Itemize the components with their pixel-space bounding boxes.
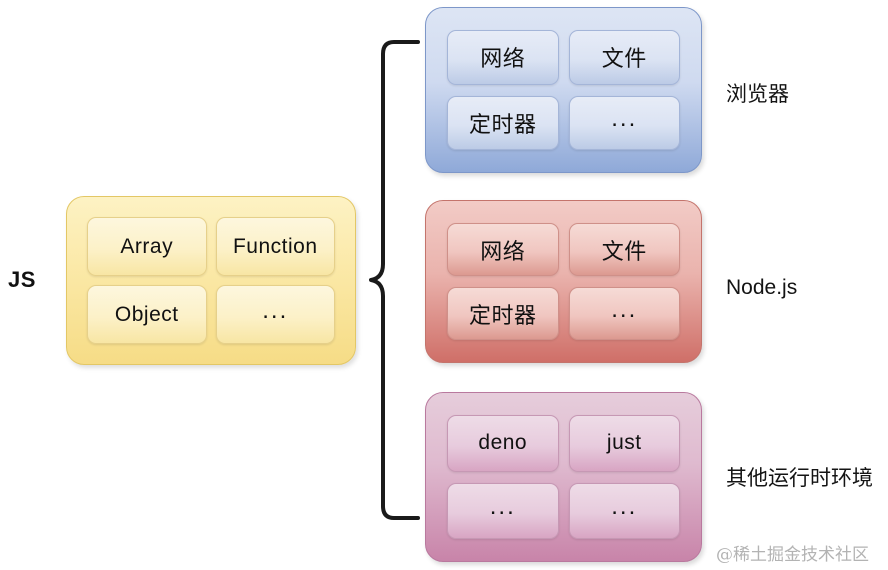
browser-cell-network: 网络: [447, 30, 559, 85]
other-cell-deno: deno: [447, 415, 559, 472]
node-cell-timer: 定时器: [447, 287, 559, 340]
js-cell-array: Array: [87, 217, 207, 276]
browser-cell-more: ...: [568, 95, 680, 150]
js-cell-function: Function: [215, 217, 335, 276]
node-cell-file: 文件: [568, 223, 680, 276]
watermark: @稀土掘金技术社区: [716, 545, 869, 565]
node-runtime-box: 网络 文件 定时器 ...: [425, 200, 702, 363]
node-label: Node.js: [726, 276, 798, 299]
curly-brace-icon: [369, 40, 420, 520]
browser-cell-timer: 定时器: [447, 95, 559, 150]
other-cell-just: just: [568, 415, 680, 472]
node-cell-more: ...: [568, 287, 680, 340]
browser-label: 浏览器: [726, 82, 789, 106]
other-runtime-label: 其他运行时环境: [726, 466, 873, 490]
other-runtime-box: deno just ... ...: [425, 392, 702, 562]
browser-cell-file: 文件: [568, 30, 680, 85]
other-cell-more-1: ...: [447, 482, 559, 539]
js-cell-more: ...: [215, 285, 335, 344]
js-label: JS: [8, 267, 36, 292]
js-cell-object: Object: [87, 285, 207, 344]
js-core-box: Array Function Object ...: [66, 196, 356, 365]
node-cell-network: 网络: [447, 223, 559, 276]
browser-runtime-box: 网络 文件 定时器 ...: [425, 7, 702, 173]
other-cell-more-2: ...: [568, 482, 680, 539]
